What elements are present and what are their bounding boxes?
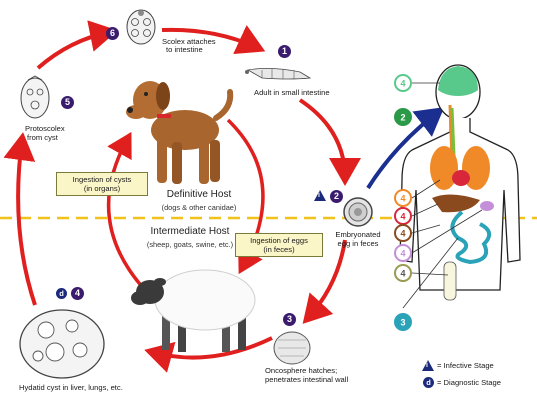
- legend-diagnostic-label: = Diagnostic Stage: [437, 378, 501, 388]
- human-marker-label-3: 4: [400, 194, 405, 204]
- legend-infective-icon: i: [422, 360, 434, 371]
- definitive-host-subtitle: (dogs & other canidae): [162, 203, 237, 212]
- cycle-arrow-1-to-2: [300, 100, 345, 178]
- ingestion-cysts-line2: (in organs): [61, 184, 143, 193]
- stage-badge-6: 6: [106, 27, 119, 40]
- stage-badge-5: 5: [61, 96, 74, 109]
- stage-badge-4: 4: [71, 287, 84, 300]
- label-egg-line2: egg in feces: [338, 239, 379, 248]
- human-marker-label-6: 4: [400, 249, 405, 259]
- human-marker-label-4: 4: [400, 212, 405, 222]
- oncosphere-illustration: [274, 332, 310, 364]
- definitive-host-title: Definitive Host: [167, 189, 231, 201]
- ingestion-cysts-box: Ingestion of cysts (in organs): [56, 172, 148, 196]
- dog-illustration: [126, 81, 230, 184]
- legend-diagnostic-icon: d: [423, 377, 434, 388]
- label-adult: Adult in small intestine: [254, 88, 330, 97]
- diagnostic-stage-icon-stage4: d: [56, 288, 67, 299]
- legend-infective-symbol: i: [426, 362, 428, 369]
- human-figure-illustration: [400, 65, 520, 300]
- stage-badge-2: 2: [330, 190, 343, 203]
- infective-symbol-stage2: i: [318, 192, 320, 199]
- ingestion-cysts-line1: Ingestion of cysts: [61, 175, 143, 184]
- label-egg-line1: Embryonated: [335, 230, 380, 239]
- label-oncosphere-line2: penetrates intestinal wall: [265, 375, 348, 384]
- ingestion-eggs-line1: Ingestion of eggs: [240, 236, 318, 245]
- ingestion-eggs-line2: (in feces): [240, 245, 318, 254]
- hydatid-cyst-illustration: [20, 310, 104, 378]
- human-marker-label-5: 4: [400, 229, 405, 239]
- label-scolex-line2: to intestine: [166, 45, 203, 54]
- intermediate-host-subtitle: (sheep, goats, swine, etc.): [147, 240, 233, 249]
- ingestion-eggs-box: Ingestion of eggs (in feces): [235, 233, 323, 257]
- protoscolex-illustration: [21, 76, 49, 118]
- stage-badge-1: 1: [278, 45, 291, 58]
- cycle-arrow-4-to-5: [18, 140, 35, 305]
- intermediate-host-title: Intermediate Host: [151, 226, 230, 238]
- legend-infective-label: = Infective Stage: [437, 361, 494, 371]
- label-protoscolex-line1: Protoscolex: [25, 124, 65, 133]
- cycle-arrow-5-to-6: [38, 32, 110, 68]
- label-protoscolex-line2: from cyst: [27, 133, 58, 142]
- infective-stage-icon-stage2: i: [314, 190, 326, 201]
- egg-illustration: [344, 198, 372, 226]
- human-marker-label-2: 2: [400, 113, 405, 123]
- adult-worm-illustration: [245, 68, 310, 79]
- human-marker-label-8: 3: [400, 318, 405, 328]
- stage-badge-3: 3: [283, 313, 296, 326]
- inner-arrow-cysts: [109, 138, 145, 290]
- sheep-illustration: [131, 270, 255, 352]
- human-marker-label-1: 4: [400, 79, 405, 89]
- label-oncosphere-line1: Oncosphere hatches;: [265, 366, 337, 375]
- scolex-illustration: [127, 10, 155, 44]
- label-hydatid: Hydatid cyst in liver, lungs, etc.: [19, 383, 123, 392]
- human-marker-label-7: 4: [400, 269, 405, 279]
